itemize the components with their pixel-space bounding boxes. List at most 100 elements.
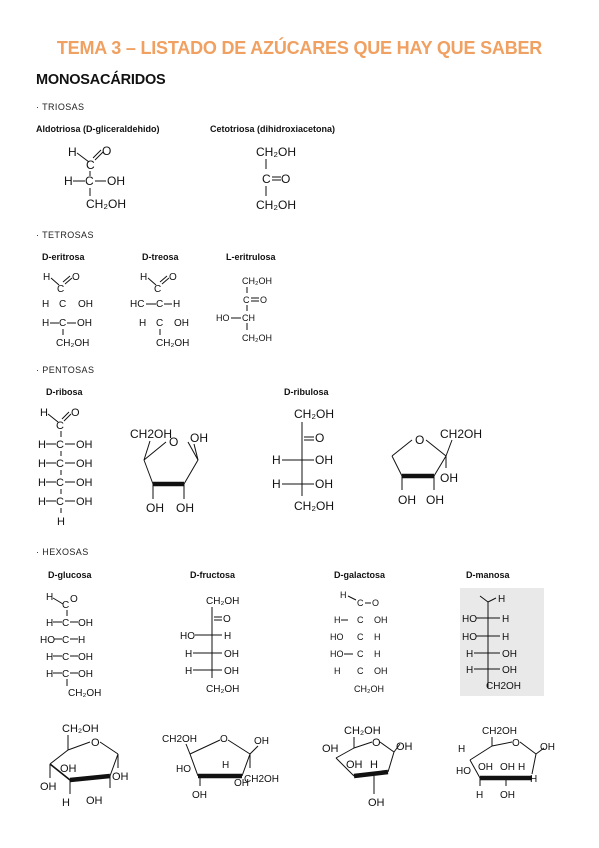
atom-c: C xyxy=(156,299,163,310)
atom-ch2oh: CH₂OH xyxy=(68,688,101,699)
atom-h: H xyxy=(68,145,77,159)
atom-c: C xyxy=(56,439,64,451)
atom-c: C xyxy=(62,669,69,680)
atom-oh: OH xyxy=(374,615,388,625)
atom-o: O xyxy=(91,737,100,749)
atom-h: H xyxy=(62,797,70,809)
structure-ribulosa-haworth: O CH2OH OH OH OH xyxy=(391,427,482,507)
atom-ch2oh: CH2OH xyxy=(162,734,197,745)
structure-eritrulosa: CH₂OH C O HO CH CH₂OH xyxy=(216,276,272,343)
atom-ch2oh: CH₂OH xyxy=(56,338,89,349)
structure-glucosa-pyranose: CH₂OH O OH OH OH H OH xyxy=(40,723,129,809)
atom-oh: OH xyxy=(346,759,363,771)
atom-o: O xyxy=(169,435,178,449)
atom-oh: OH xyxy=(440,471,458,485)
atom-h: H xyxy=(272,477,281,491)
atom-o: O xyxy=(72,272,80,283)
atom-ch2oh: CH₂OH xyxy=(256,145,296,159)
atom-oh: OH xyxy=(76,439,93,451)
label-manosa: D-manosa xyxy=(466,570,510,580)
atom-c: C xyxy=(59,299,66,310)
atom-c: C xyxy=(59,318,66,329)
atom-ch2oh: CH₂OH xyxy=(344,725,381,737)
atom-o: O xyxy=(223,614,231,625)
atom-ho: HO xyxy=(330,632,344,642)
atom-h: H xyxy=(530,774,537,785)
atom-oh: OH xyxy=(234,778,249,789)
structure-galactosa-fischer: H C O H C OH HO C H HO C H H C OH CH₂OH xyxy=(330,590,388,694)
atom-c: C xyxy=(56,477,64,489)
atom-h: H xyxy=(458,744,465,755)
atom-oh: OH xyxy=(107,174,125,188)
atom-c: C xyxy=(357,649,364,659)
structure-treosa: H C O HC C H H C OH CH₂OH xyxy=(130,272,189,349)
atom-h: H xyxy=(518,762,525,773)
atom-h: H xyxy=(46,618,53,629)
atom-oh: OH xyxy=(76,458,93,470)
atom-c: C xyxy=(86,158,95,172)
atom-oh: OH xyxy=(502,665,517,676)
atom-c: C xyxy=(56,458,64,470)
atom-oh: OH xyxy=(398,493,416,507)
atom-oh: OH xyxy=(224,649,239,660)
atom-ho: HO xyxy=(456,766,471,777)
atom-ch2oh: CH₂OH xyxy=(206,596,239,607)
atom-c: C xyxy=(357,615,364,625)
atom-h: H xyxy=(139,318,146,329)
atom-ho: HO xyxy=(176,764,191,775)
structure-gliceraldehido: H C O H C OH CH₂OH xyxy=(64,144,126,211)
atom-o: O xyxy=(315,431,324,445)
atom-oh: OH xyxy=(396,741,413,753)
atom-h: H xyxy=(370,759,378,771)
atom-h: H xyxy=(46,652,53,663)
atom-ch2oh: CH₂OH xyxy=(354,684,384,694)
label-treosa: D-treosa xyxy=(142,252,179,262)
atom-c: C xyxy=(62,652,69,663)
atom-h: H xyxy=(46,592,53,603)
atom-c: C xyxy=(243,295,250,305)
atom-oh: OH xyxy=(192,790,207,801)
atom-o: O xyxy=(169,272,177,283)
atom-oh: OH xyxy=(502,649,517,660)
atom-oh: OH xyxy=(112,771,129,783)
structure-fructosa-furanose: CH2OH O OH HO CH2OH H OH OH xyxy=(162,734,279,801)
atom-ho: HO xyxy=(462,632,477,643)
atom-oh: OH xyxy=(176,501,194,515)
atom-hc: HC xyxy=(130,299,144,310)
atom-h: H xyxy=(140,272,147,283)
atom-oh: OH xyxy=(40,781,57,793)
label-glucosa: D-glucosa xyxy=(48,570,92,580)
atom-c: C xyxy=(156,318,163,329)
atom-c: C xyxy=(357,598,364,608)
atom-h: H xyxy=(374,632,381,642)
atom-h: H xyxy=(476,790,483,801)
label-aldotriosa: Aldotriosa (D-gliceraldehido) xyxy=(36,124,160,134)
atom-ho: HO xyxy=(40,635,55,646)
atom-oh: OH xyxy=(77,318,92,329)
atom-oh: OH xyxy=(60,763,77,775)
atom-h: H xyxy=(502,614,509,625)
atom-h: H xyxy=(185,649,192,660)
atom-o: O xyxy=(415,433,424,447)
atom-ch2oh: CH2OH xyxy=(440,427,482,441)
atom-oh: OH xyxy=(86,795,103,807)
atom-h: H xyxy=(224,631,231,642)
label-ribosa: D-ribosa xyxy=(46,387,83,397)
atom-o: O xyxy=(220,734,228,745)
atom-c: C xyxy=(357,666,364,676)
atom-h: H xyxy=(334,666,341,676)
atom-c: C xyxy=(262,172,271,186)
page-title: TEMA 3 – LISTADO DE AZÚCARES QUE HAY QUE… xyxy=(56,38,543,58)
atom-ch: CH xyxy=(242,313,255,323)
atom-oh: OH xyxy=(76,496,93,508)
section-heading-monosacaridos: MONOSACÁRIDOS xyxy=(36,72,166,88)
atom-h: H xyxy=(222,760,229,771)
structure-dihidroxiacetona: CH₂OH C O CH₂OH xyxy=(256,145,296,212)
atom-h: H xyxy=(272,453,281,467)
atom-oh: OH xyxy=(190,431,208,445)
atom-h: H xyxy=(498,594,505,605)
atom-o: O xyxy=(372,598,379,608)
atom-ho: HO xyxy=(216,313,230,323)
structure-glucosa-fischer: H C O H C OH HO C H H C OH H C OH CH₂OH xyxy=(40,592,101,699)
atom-oh: OH xyxy=(478,762,493,773)
